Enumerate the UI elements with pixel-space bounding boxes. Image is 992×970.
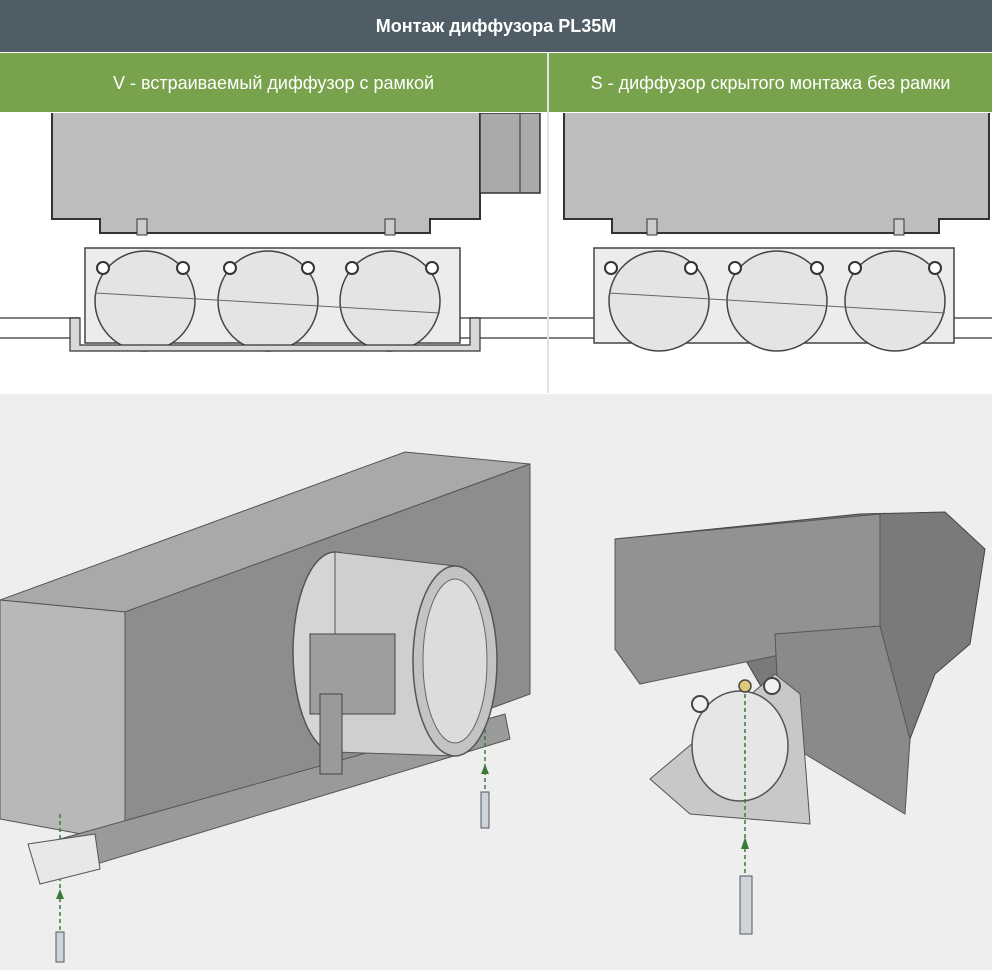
variant-v-cross-section bbox=[0, 113, 547, 393]
column-divider bbox=[547, 53, 549, 393]
hidden-mount-illustration bbox=[614, 511, 986, 935]
page-title: Монтаж диффузора PL35M bbox=[0, 0, 992, 52]
plenum-box-illustration bbox=[0, 451, 531, 963]
variant-v-label: V - встраиваемый диффузор с рамкой bbox=[0, 53, 547, 112]
variant-s-label: S - диффузор скрытого монтажа без рамки bbox=[549, 53, 992, 112]
variant-s-cross-section bbox=[549, 113, 992, 393]
mounting-illustrations bbox=[0, 394, 992, 970]
